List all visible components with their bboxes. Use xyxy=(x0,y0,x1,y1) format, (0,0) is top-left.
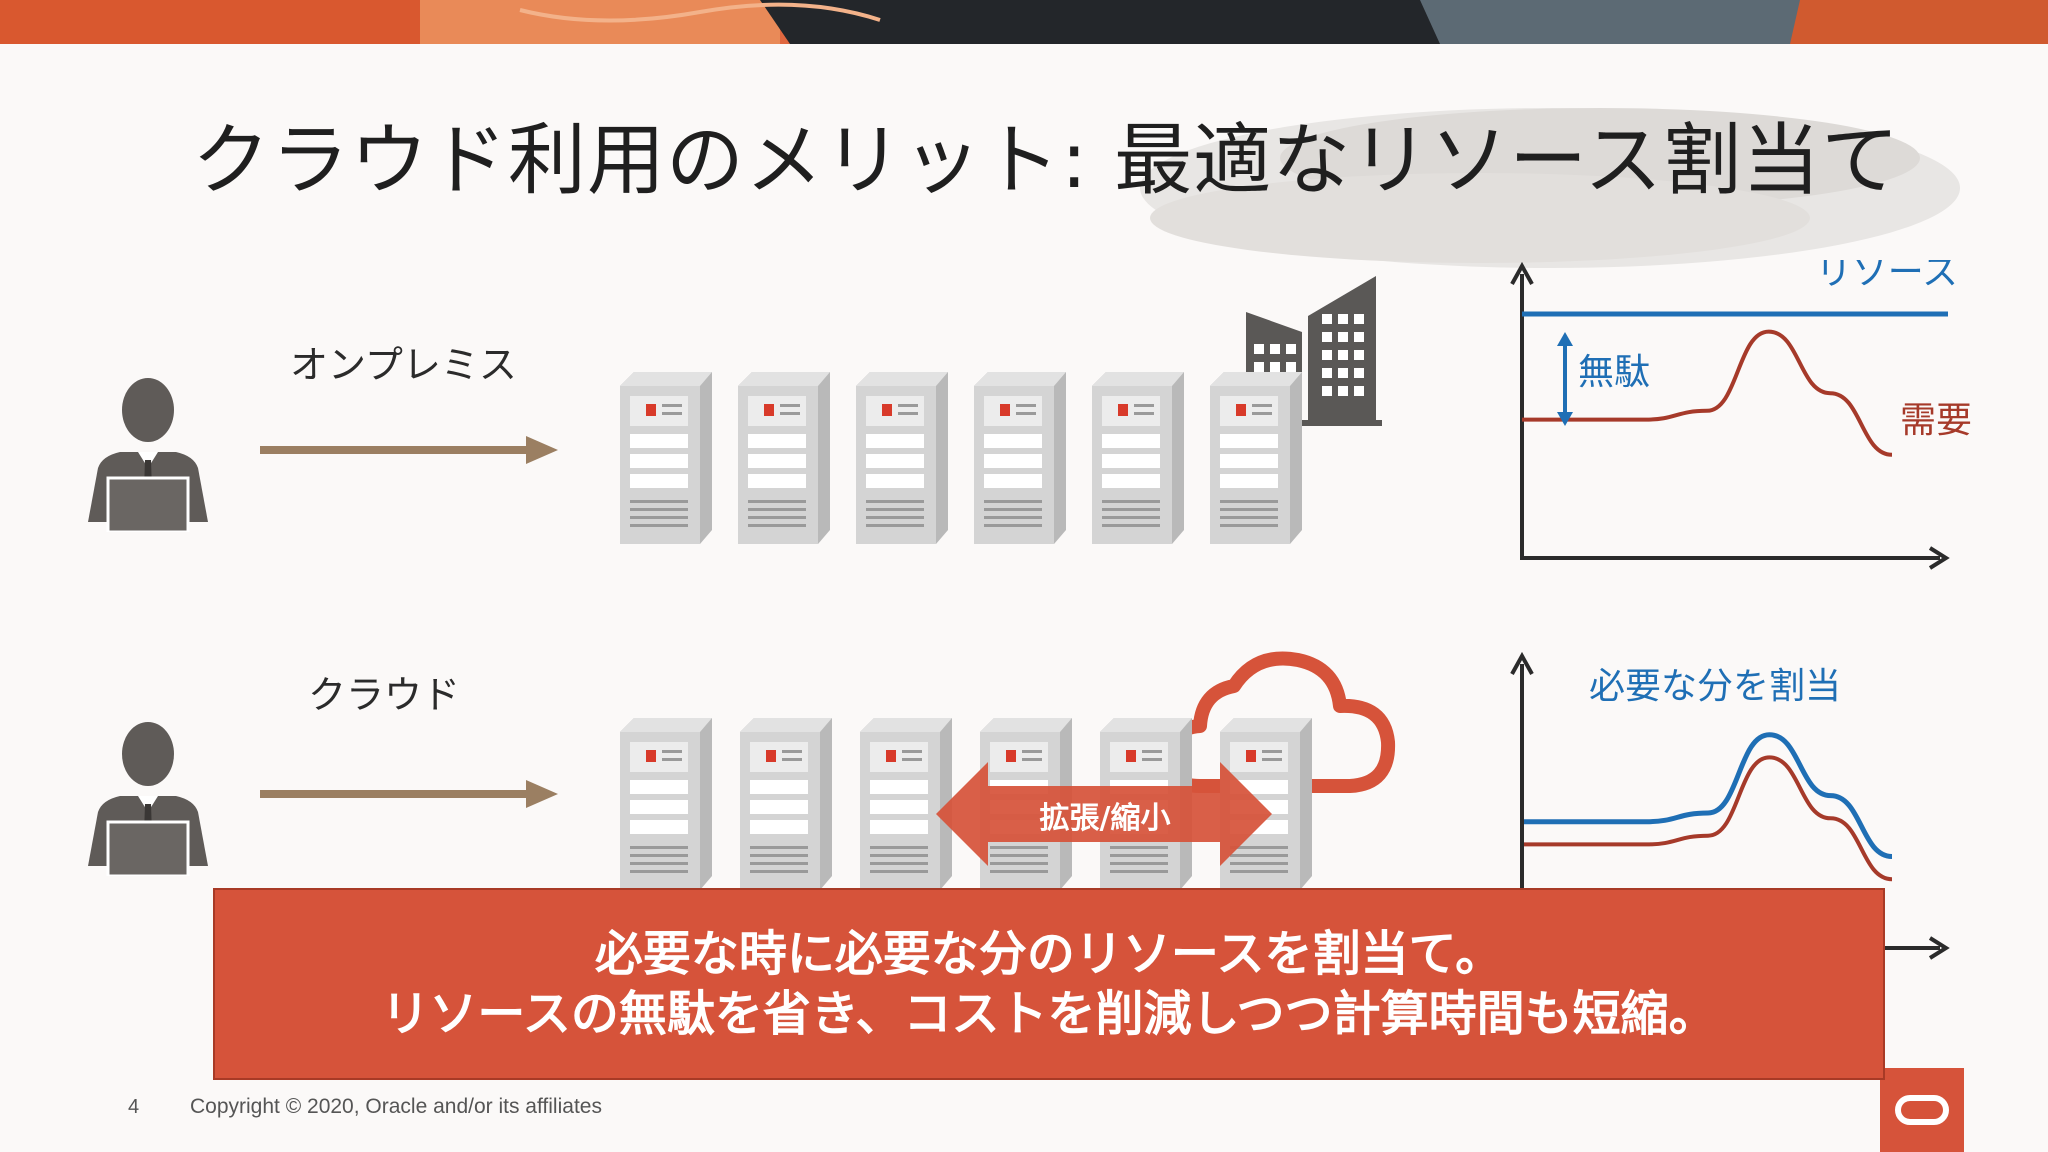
scale-label: 拡張/縮小 xyxy=(1039,801,1171,836)
header-banner-image xyxy=(0,0,2048,44)
y-axis-arrowhead xyxy=(1510,651,1534,675)
demand-line xyxy=(1523,755,1893,882)
onprem-resource-chart: リソース 無駄 需要 xyxy=(1510,260,1972,570)
waste-label: 無駄 xyxy=(1578,352,1650,393)
onprem-label: オンプレミス xyxy=(290,343,517,387)
title-texture-decoration xyxy=(1140,108,1960,268)
resource-line xyxy=(1523,732,1893,859)
slide-title: クラウド利用のメリット: 最適なリソース割当て xyxy=(192,116,1901,206)
onprem-server-icon xyxy=(1210,372,1302,544)
onprem-server-icon xyxy=(974,372,1066,544)
waste-double-arrow-icon xyxy=(1557,332,1573,426)
cloud-server-icon xyxy=(620,718,712,890)
allocation-label: 必要な分を割当 xyxy=(1589,666,1841,707)
copyright-text: Copyright © 2020, Oracle and/or its affi… xyxy=(190,1095,602,1118)
oracle-logo xyxy=(1880,1068,1964,1152)
arrow-right-icon-onprem xyxy=(260,436,558,464)
demand-line xyxy=(1521,329,1893,457)
arrow-right-icon-cloud xyxy=(260,780,558,808)
cloud-server-icon xyxy=(740,718,832,890)
onprem-server-icon xyxy=(856,372,948,544)
onprem-server-icon xyxy=(620,372,712,544)
user-icon-onprem xyxy=(88,378,208,532)
y-axis-arrowhead xyxy=(1510,261,1534,285)
scale-double-arrow-icon xyxy=(936,762,1272,866)
page-number: 4 xyxy=(128,1096,140,1118)
key-message-callout: 必要な時に必要な分のリソースを割当て。 リソースの無駄を省き、コストを削減しつつ… xyxy=(213,888,1885,1080)
cloud-server-icon xyxy=(860,718,952,890)
cloud-resource-chart: 必要な分を割当 xyxy=(1510,651,1950,960)
x-axis-arrowhead xyxy=(1928,936,1950,960)
oracle-logo-icon xyxy=(1895,1095,1949,1125)
onprem-server-icon xyxy=(1092,372,1184,544)
chart-axes xyxy=(1520,274,1940,560)
resource-legend-label: リソース xyxy=(1816,260,1958,293)
onprem-server-icon xyxy=(738,372,830,544)
user-icon-cloud xyxy=(88,722,208,876)
callout-line-1: 必要な時に必要な分のリソースを割当て。 xyxy=(594,926,1504,982)
demand-legend-label: 需要 xyxy=(1900,400,1972,441)
cloud-server-icon xyxy=(1220,718,1312,890)
x-axis-arrowhead xyxy=(1928,546,1950,570)
cloud-label: クラウド xyxy=(308,673,461,717)
callout-line-2: リソースの無駄を省き、コストを削減しつつ計算時間も短縮。 xyxy=(381,986,1717,1042)
